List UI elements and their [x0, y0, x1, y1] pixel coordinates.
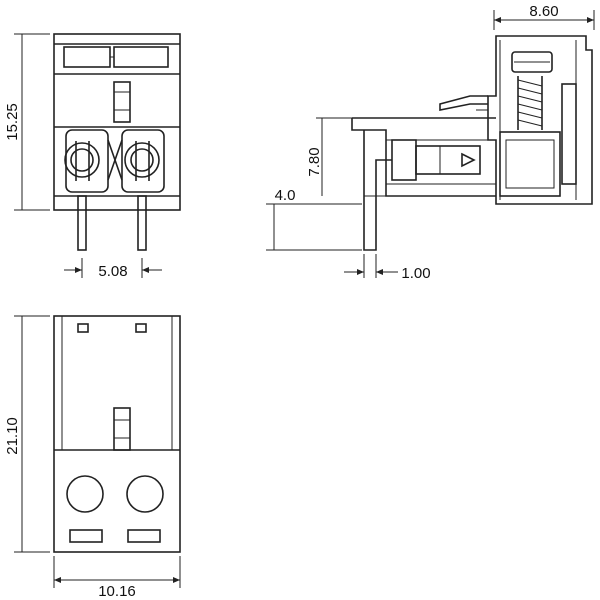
side-housing-outline — [487, 35, 593, 205]
side-screw-thread — [517, 76, 543, 130]
front-window-right — [113, 46, 169, 68]
top-pad-left — [69, 529, 103, 543]
side-pin — [363, 130, 392, 251]
top-hole-left — [66, 475, 104, 513]
side-pin-barrel — [415, 145, 481, 175]
top-body-outline — [53, 315, 181, 553]
front-view: 15.25 5.08 — [4, 33, 181, 280]
side-pin-collar — [391, 139, 417, 181]
front-screw-right — [124, 142, 160, 178]
pitch-label: 5.08 — [98, 263, 127, 280]
side-latch — [439, 95, 488, 111]
top-hole-right — [126, 475, 164, 513]
side-view: 8.60 7.80 — [266, 3, 595, 282]
pin-length-label: 4.0 — [275, 187, 296, 204]
pin-thickness-label: 1.00 — [401, 265, 430, 282]
front-pin-left — [77, 195, 87, 251]
top-pad-right — [127, 529, 161, 543]
front-wire-entry-right — [121, 129, 165, 193]
side-height-label: 7.80 — [306, 147, 323, 176]
side-rear-rail — [561, 83, 577, 185]
front-pin-right — [137, 195, 147, 251]
top-height-label: 21.10 — [4, 417, 21, 455]
side-screw-head — [511, 51, 553, 73]
top-slot-right — [135, 323, 147, 333]
front-screw-left — [64, 142, 100, 178]
top-slot-left — [77, 323, 89, 333]
top-view: 21.10 10.16 — [4, 315, 181, 600]
side-width-label: 8.60 — [529, 3, 558, 20]
top-center-tab — [113, 407, 131, 451]
side-pin-housing — [351, 118, 496, 197]
top-width-label: 10.16 — [98, 583, 136, 600]
front-window-left — [63, 46, 111, 68]
front-wire-entry-left — [65, 129, 109, 193]
front-center-tab — [113, 81, 131, 123]
front-height-label: 15.25 — [4, 103, 21, 141]
side-clamp-box — [499, 131, 561, 197]
